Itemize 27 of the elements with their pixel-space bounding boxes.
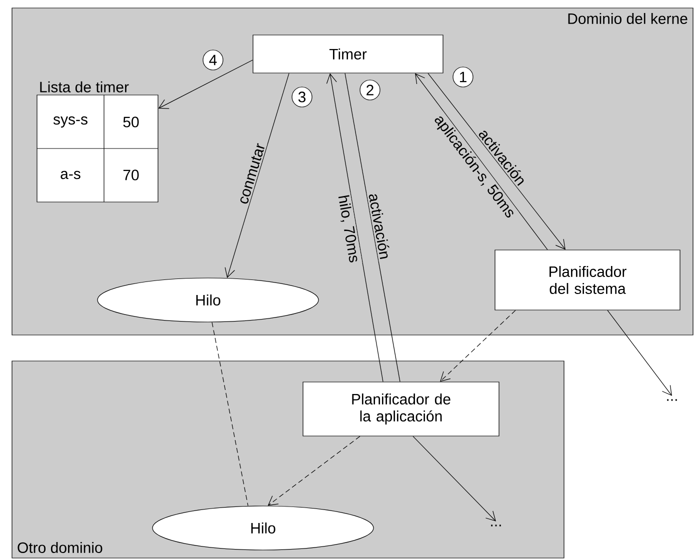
table-cell-text: 50 xyxy=(123,116,139,128)
callout-number: 1 xyxy=(452,66,474,88)
arrow xyxy=(158,60,253,109)
edge-label: activación xyxy=(366,190,393,262)
table-cell-text: 70 xyxy=(123,170,139,180)
callout-number: 3 xyxy=(292,86,312,108)
callout-number: 4 xyxy=(202,50,224,70)
timer-box: Timer xyxy=(252,34,444,74)
arrow xyxy=(326,73,384,382)
arrow xyxy=(224,73,290,278)
connector-line xyxy=(344,73,400,382)
table-cell-text: a-s xyxy=(60,170,80,180)
callout-number: 2 xyxy=(360,80,380,100)
scheduler-box: Planificador del sistema xyxy=(494,250,680,310)
ellipsis-text: ... xyxy=(491,524,501,526)
edge-label: hilo, 70ms xyxy=(334,192,362,266)
arrow xyxy=(415,73,548,250)
ellipsis-text: ... xyxy=(667,399,677,401)
arrow xyxy=(440,310,516,382)
table-cell-text: sys-s xyxy=(53,116,88,128)
scheduler-box: Planificador de la aplicación xyxy=(302,382,500,436)
arrow xyxy=(607,310,672,396)
arrow xyxy=(268,436,360,506)
edge-label: conmutar xyxy=(236,140,268,207)
arrow xyxy=(428,73,566,250)
node-label: Lista de timer xyxy=(40,81,129,92)
arrow xyxy=(412,436,496,522)
